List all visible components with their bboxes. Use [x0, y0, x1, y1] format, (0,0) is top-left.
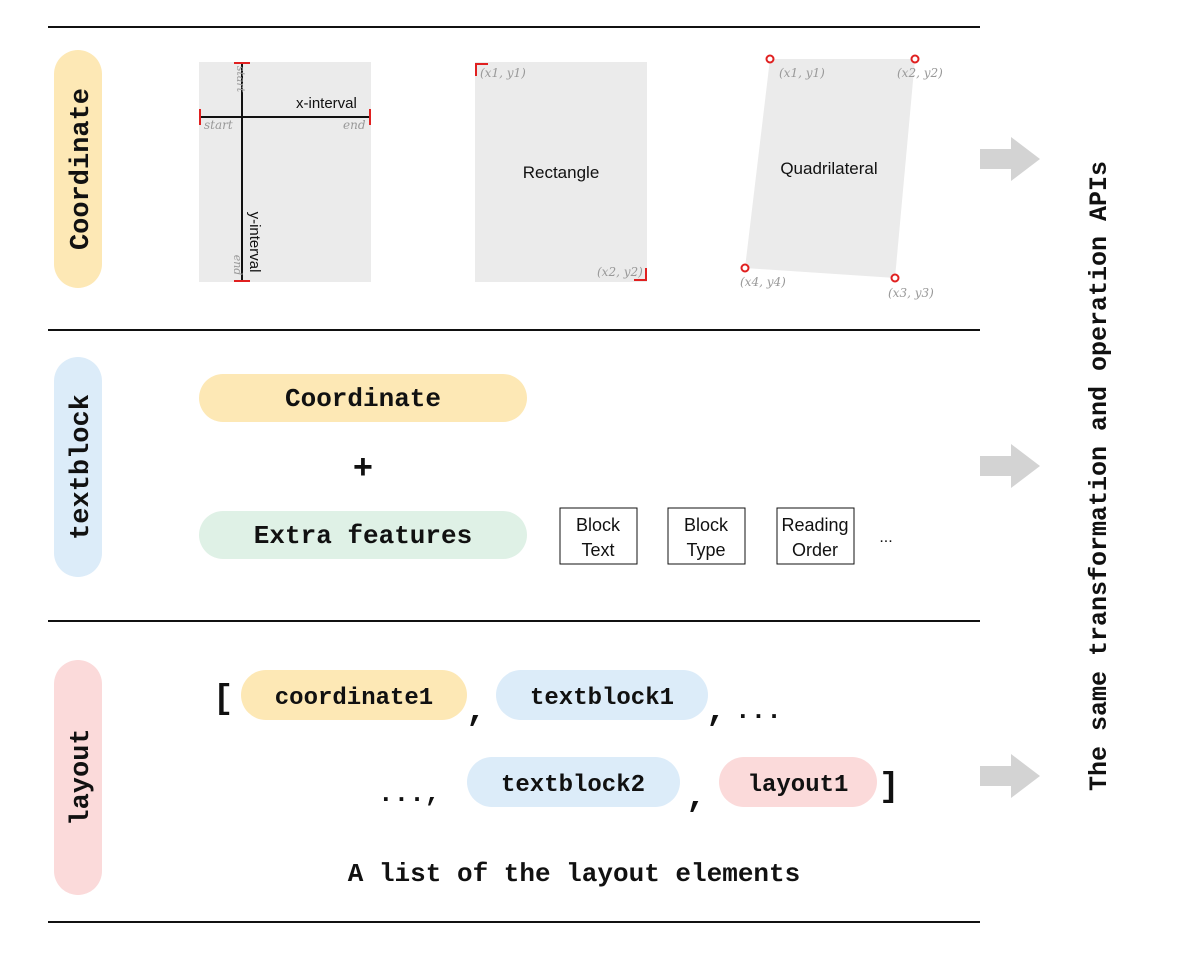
x-end-label: end	[343, 118, 366, 132]
x-start-label: start	[204, 118, 233, 132]
quadrilateral-label: Quadrilateral	[780, 159, 877, 178]
interval-panel	[199, 62, 371, 282]
separator-bottom	[48, 921, 980, 923]
x-interval-label: x-interval	[296, 95, 357, 112]
svg-text:Block: Block	[684, 515, 729, 535]
quad-p4-label: (x4, y4)	[740, 275, 786, 289]
arrow-right-icon	[980, 137, 1040, 181]
interval-diagram: start end start end x-interval y-interva…	[199, 62, 371, 282]
feature-box-reading-order: Reading Order	[776, 507, 855, 565]
side-label: The same transformation and operation AP…	[1085, 161, 1114, 791]
rectangle-panel	[475, 62, 647, 282]
close-bracket: ]	[879, 769, 899, 807]
coordinate1-pill	[241, 670, 467, 720]
row-label-textblock: textblock	[54, 357, 102, 577]
comma-2: ,	[706, 693, 726, 731]
separator-top	[48, 26, 980, 28]
layout1-pill	[719, 757, 877, 807]
point-4-marker	[740, 263, 750, 273]
textblock-composition: Coordinate + Extra features Block Text B…	[199, 374, 893, 565]
top-left-corner-marker	[475, 63, 488, 76]
quad-p1-label: (x1, y1)	[779, 66, 825, 80]
textblock2-pill	[467, 757, 680, 807]
plus-sign: +	[353, 451, 373, 489]
open-bracket: [	[213, 681, 233, 719]
features-ellipsis: ...	[879, 529, 892, 546]
textblock1-pill	[496, 670, 708, 720]
arrow-right-icon	[980, 754, 1040, 798]
extra-features-pill	[199, 511, 527, 559]
svg-text:Order: Order	[792, 540, 838, 560]
layout-list: [ coordinate1 , textblock1 , ... ..., te…	[213, 670, 899, 889]
row-label-layout: layout	[54, 660, 102, 895]
comma-3: ,	[686, 779, 706, 817]
point-3-marker	[890, 273, 900, 283]
arrow-right-icon	[980, 444, 1040, 488]
textblock2-label: textblock2	[501, 772, 645, 799]
textblock1-label: textblock1	[530, 685, 674, 712]
svg-text:Type: Type	[686, 540, 725, 560]
comma-1: ,	[466, 693, 486, 731]
quadrilateral-shape	[745, 59, 915, 278]
quad-p3-label: (x3, y3)	[888, 286, 934, 300]
svg-text:textblock: textblock	[67, 394, 97, 540]
rect-bottom-right-label: (x2, y2)	[597, 265, 643, 279]
layout1-label: layout1	[748, 772, 849, 799]
y-interval-label: y-interval	[246, 212, 263, 273]
layout-caption: A list of the layout elements	[348, 859, 800, 889]
extra-features-label: Extra features	[254, 521, 472, 551]
trailing-ellipsis: ...	[735, 696, 782, 726]
rectangle-diagram: (x1, y1) (x2, y2) Rectangle	[475, 62, 647, 282]
y-end-label: end	[231, 255, 244, 276]
svg-text:layout: layout	[67, 728, 97, 825]
svg-text:Reading: Reading	[781, 515, 848, 535]
coordinate1-label: coordinate1	[275, 685, 433, 712]
leading-ellipsis: ...,	[378, 779, 440, 809]
bottom-right-corner-marker	[634, 268, 647, 281]
quad-p2-label: (x2, y2)	[897, 66, 943, 80]
separator-2	[48, 620, 980, 622]
svg-text:Text: Text	[581, 540, 614, 560]
coordinate-pill-label: Coordinate	[285, 384, 441, 414]
row-label-coordinate: Coordinate	[54, 50, 102, 288]
feature-box-block-text: Block Text	[559, 507, 638, 565]
point-1-marker	[765, 54, 775, 64]
rect-top-left-label: (x1, y1)	[480, 66, 526, 80]
svg-text:Coordinate: Coordinate	[67, 88, 97, 250]
rectangle-label: Rectangle	[523, 163, 600, 182]
feature-box-block-type: Block Type	[667, 507, 746, 565]
point-2-marker	[910, 54, 920, 64]
quadrilateral-diagram: (x1, y1) (x2, y2) (x3, y3) (x4, y4) Quad…	[740, 54, 943, 300]
svg-text:Block: Block	[576, 515, 621, 535]
separator-1	[48, 329, 980, 331]
y-start-label: start	[234, 66, 247, 93]
coordinate-pill	[199, 374, 527, 422]
